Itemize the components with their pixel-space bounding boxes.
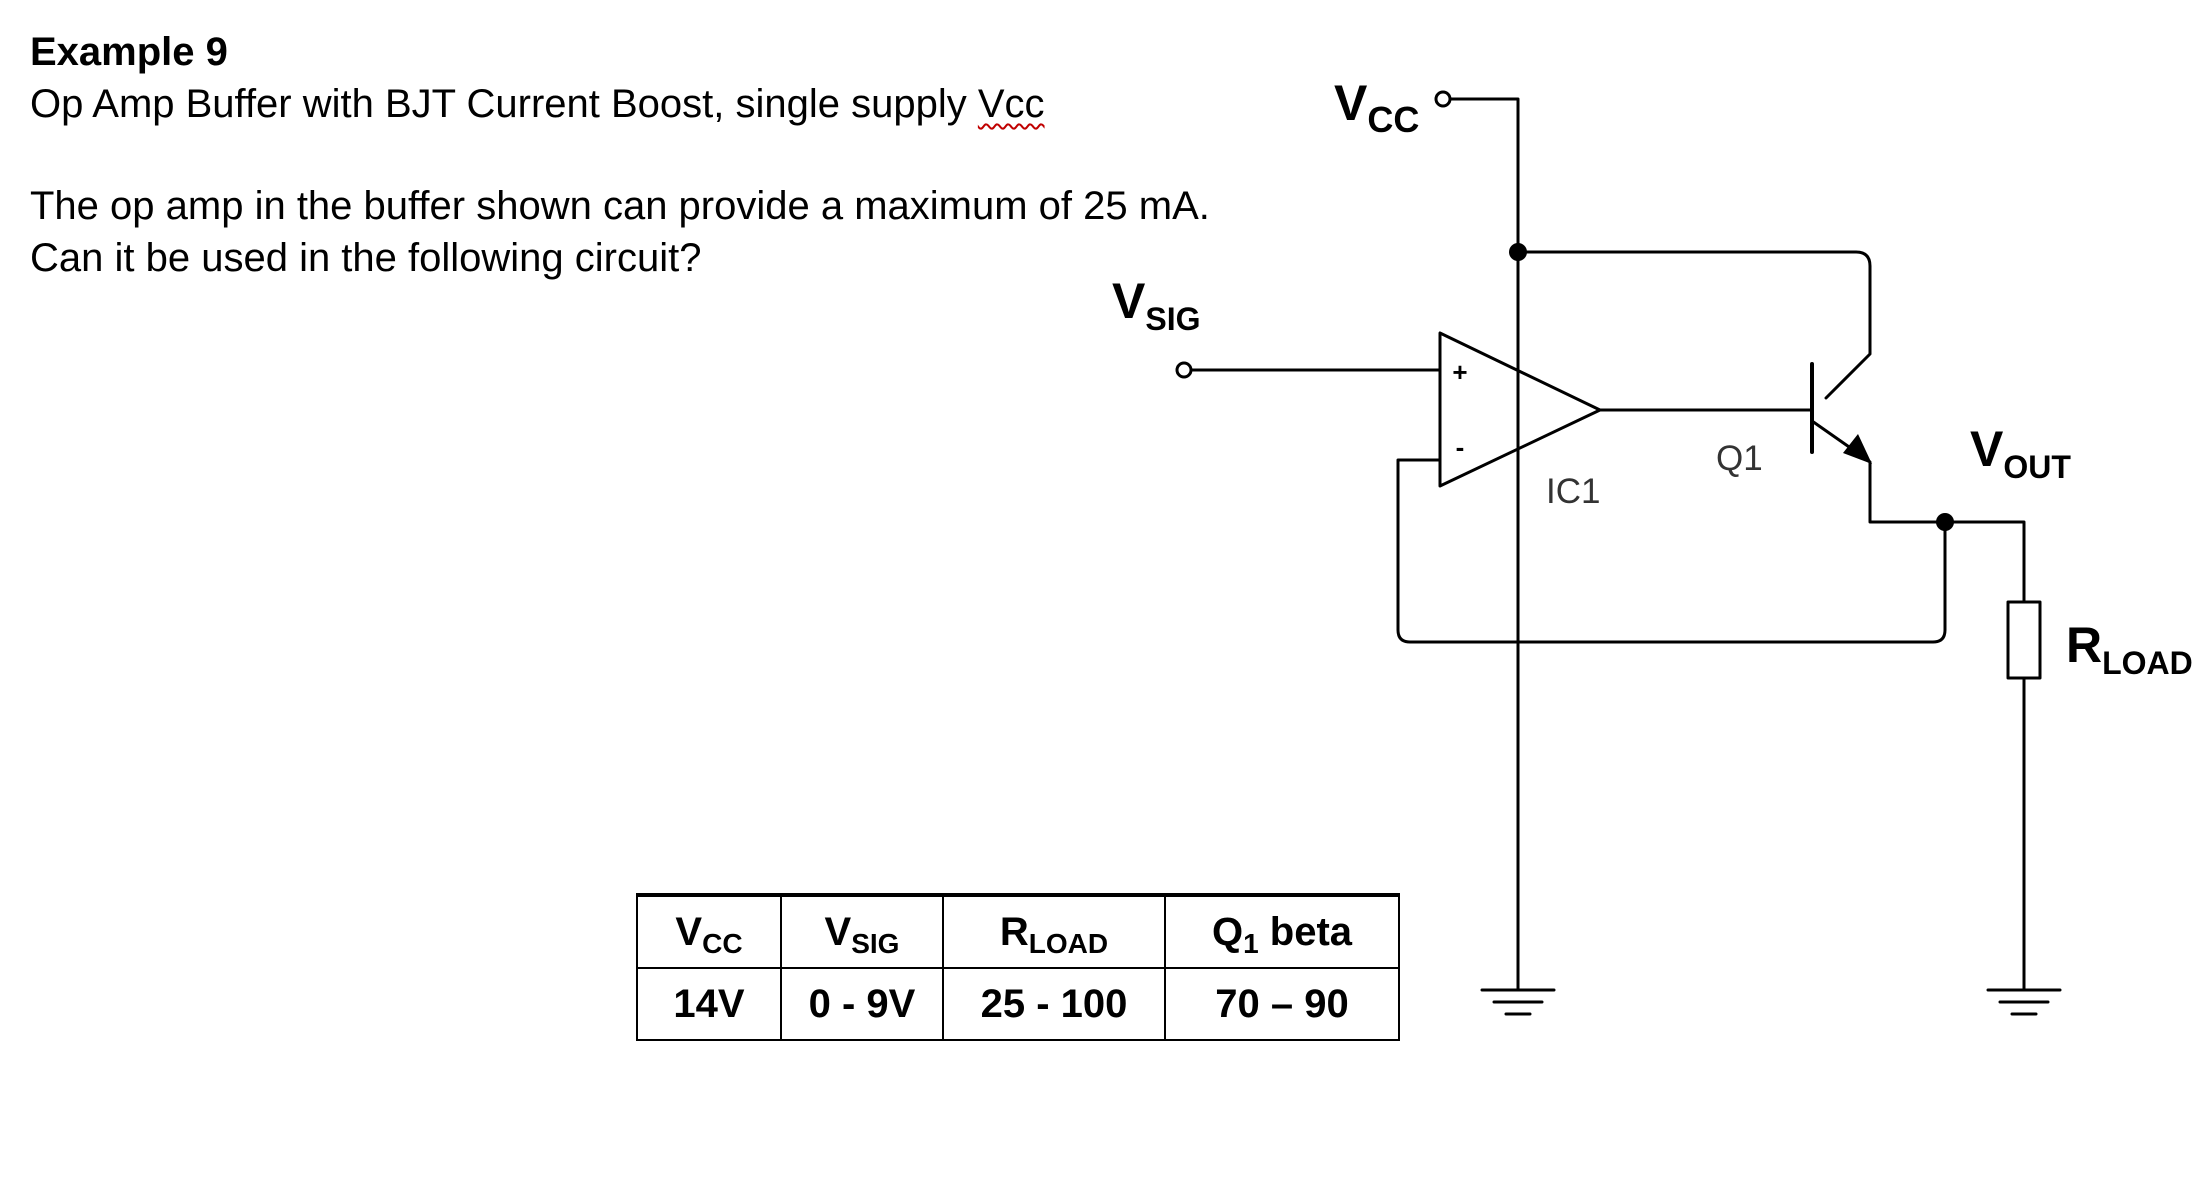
header-vsig: VSIG (780, 894, 944, 969)
subtitle-flagged-word: Vcc (977, 82, 1045, 126)
table-row: 14V 0 - 9V 25 - 100 70 – 90 (636, 967, 1400, 1041)
collector-wire (1516, 250, 1872, 400)
cell-q1-beta-value: 70 – 90 (1164, 967, 1400, 1041)
vcc-rail (1448, 97, 1520, 992)
vout-junction-dot (1936, 513, 1954, 531)
question-line-2: Can it be used in the following circuit? (30, 236, 702, 280)
header-rload: RLOAD (942, 894, 1166, 969)
load-resistor (2006, 600, 2042, 680)
subtitle-text: Op Amp Buffer with BJT Current Boost, si… (30, 82, 978, 126)
ground-icon-right (1986, 988, 2062, 1016)
cell-vcc-value: 14V (636, 967, 782, 1041)
vout-label: VOUT (1970, 421, 2071, 485)
vcc-terminal (1434, 90, 1452, 108)
vcc-label: VCC (1334, 75, 1419, 140)
transistor-ref-label: Q1 (1716, 439, 1763, 478)
vcc-junction-dot (1509, 243, 1527, 261)
question-line-1: The op amp in the buffer shown can provi… (30, 184, 1210, 228)
vsig-label: VSIG (1112, 273, 1200, 337)
header-q1-beta: Q1 beta (1164, 894, 1400, 969)
parameters-table: VCC VSIG RLOAD Q1 beta 14V 0 - 9V 25 - 1… (636, 893, 1400, 1041)
subtitle: Op Amp Buffer with BJT Current Boost, si… (30, 76, 1045, 132)
ground-icon-left (1480, 988, 1556, 1016)
op-amp-ref-label: IC1 (1546, 472, 1600, 511)
q1-emitter-arrow (1843, 434, 1872, 464)
feedback-wire (1396, 458, 1947, 644)
cell-rload-value: 25 - 100 (942, 967, 1166, 1041)
rload-label: RLOAD (2066, 617, 2193, 681)
op-amp-plus-sign: + (1452, 357, 1467, 387)
table-header-row: VCC VSIG RLOAD Q1 beta (636, 894, 1400, 969)
op-amp-minus-sign: - (1456, 432, 1465, 462)
header-vcc: VCC (636, 894, 782, 969)
op-amp-triangle (1438, 331, 1602, 488)
example-heading: Example 9 (30, 30, 228, 74)
vsig-terminal (1175, 361, 1193, 379)
question-text: The op amp in the buffer shown can provi… (30, 180, 1210, 284)
cell-vsig-value: 0 - 9V (780, 967, 944, 1041)
